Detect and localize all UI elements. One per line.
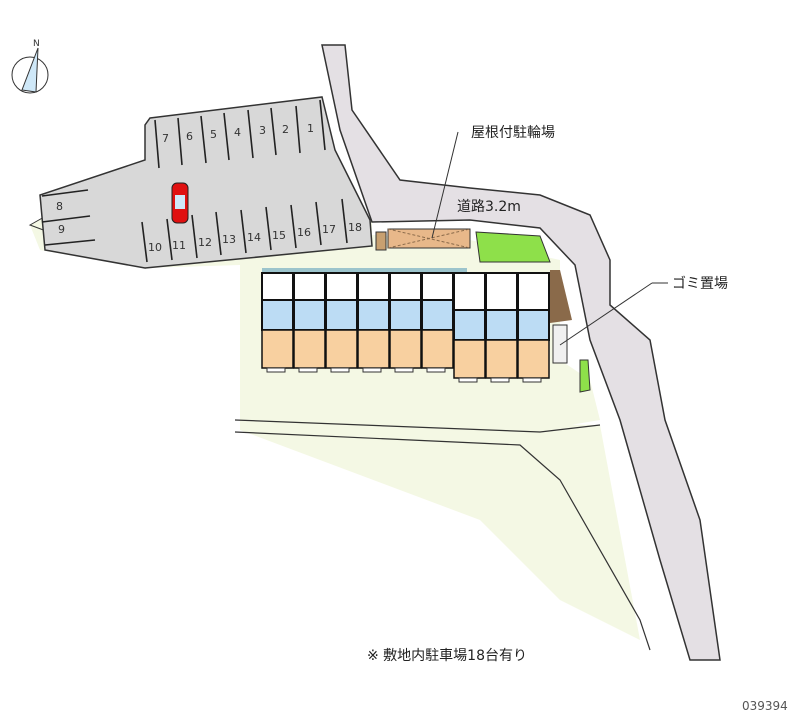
- unit-entry: [517, 272, 550, 311]
- balcony: [362, 367, 382, 373]
- unit-entry: [357, 272, 390, 301]
- garbage-area: [552, 324, 568, 364]
- balcony: [298, 367, 318, 373]
- space-number: 3: [259, 124, 266, 137]
- balcony: [394, 367, 414, 373]
- balcony: [330, 367, 350, 373]
- space-number: 17: [322, 223, 336, 236]
- balcony: [426, 367, 446, 373]
- road-width-label: 道路3.2m: [457, 199, 521, 215]
- road: [321, 44, 721, 661]
- unit-wet-area: [293, 299, 326, 331]
- apartment-building: [261, 268, 550, 383]
- shelter-cross: [387, 228, 471, 249]
- bicycle-parking-label: 屋根付駐輪場: [471, 125, 555, 141]
- space-number: 7: [162, 132, 169, 145]
- compass-icon: N: [11, 39, 49, 94]
- unit-entry: [485, 272, 518, 311]
- green-area: [579, 359, 591, 393]
- space-number: 11: [172, 239, 186, 252]
- unit-room: [293, 329, 326, 369]
- space-number: 14: [247, 231, 261, 244]
- space-number: 5: [210, 128, 217, 141]
- property-id: 039394: [742, 699, 788, 713]
- unit-room: [357, 329, 390, 369]
- unit-wet-area: [421, 299, 454, 331]
- space-number: 1: [307, 122, 314, 135]
- unit-wet-area: [261, 299, 294, 331]
- space-number: 4: [234, 126, 241, 139]
- parking-lines: [41, 99, 348, 263]
- space-number: 16: [297, 226, 311, 239]
- stairs: [550, 270, 572, 323]
- unit-wet-area: [389, 299, 422, 331]
- unit-room: [389, 329, 422, 369]
- road-edge: [234, 419, 651, 651]
- unit-wet-area: [357, 299, 390, 331]
- space-number: 6: [186, 130, 193, 143]
- car-icon: [171, 182, 189, 224]
- balcony: [490, 377, 510, 383]
- unit-room: [517, 339, 550, 379]
- parking-numbers: 1 2 3 4 5 6 7 8 9 10 11 12 13 14 15 16 1…: [56, 122, 362, 254]
- garbage-label: ゴミ置場: [672, 276, 728, 292]
- space-number: 12: [198, 236, 212, 249]
- unit-entry: [325, 272, 358, 301]
- unit-room: [261, 329, 294, 369]
- green-area: [475, 231, 551, 263]
- balcony: [522, 377, 542, 383]
- eave: [262, 268, 467, 274]
- unit-room: [421, 329, 454, 369]
- space-number: 15: [272, 229, 286, 242]
- unit-entry: [389, 272, 422, 301]
- unit-entry: [261, 272, 294, 301]
- space-number: 2: [282, 123, 289, 136]
- bike-rack: [375, 231, 387, 251]
- unit-entry: [453, 272, 486, 311]
- space-number: 9: [58, 223, 65, 236]
- leader-lines: [431, 131, 668, 346]
- balcony: [458, 377, 478, 383]
- unit-wet-area: [517, 309, 550, 341]
- unit-wet-area: [485, 309, 518, 341]
- unit-room: [453, 339, 486, 379]
- lower-land: [240, 420, 640, 640]
- unit-wet-area: [325, 299, 358, 331]
- parking-lot: [39, 96, 373, 269]
- space-number: 13: [222, 233, 236, 246]
- unit-entry: [421, 272, 454, 301]
- space-number: 18: [348, 221, 362, 234]
- space-number: 8: [56, 200, 63, 213]
- unit-room: [485, 339, 518, 379]
- parking-note: ※ 敷地内駐車場18台有り: [367, 648, 527, 664]
- unit-room: [325, 329, 358, 369]
- space-number: 10: [148, 241, 162, 254]
- unit-wet-area: [453, 309, 486, 341]
- balcony: [266, 367, 286, 373]
- svg-text:N: N: [33, 39, 40, 49]
- unit-entry: [293, 272, 326, 301]
